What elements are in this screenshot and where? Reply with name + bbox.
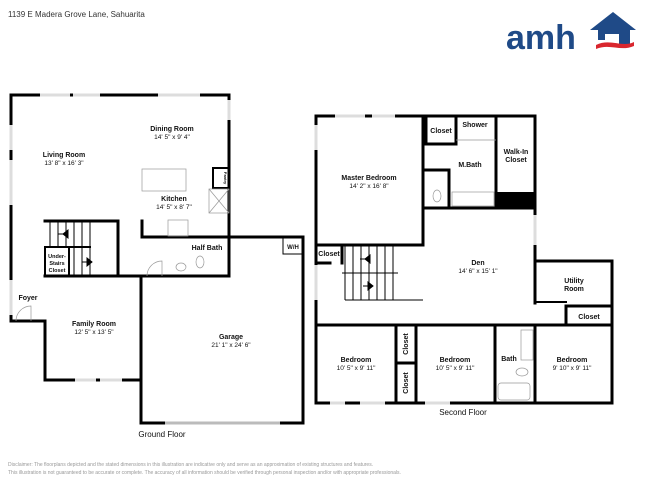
chase	[496, 192, 535, 208]
room-dims-bedroom-1: 10' 5" x 9' 11"	[337, 365, 376, 372]
room-label-mbath: M.Bath	[458, 162, 481, 169]
room-dims-dining: 14' 5" x 9' 4"	[154, 134, 190, 141]
room-label-family: Family Room	[72, 321, 116, 328]
room-dims-bedroom-3: 9' 10" x 9' 11"	[553, 365, 592, 372]
room-label-half-bath: Half Bath	[192, 245, 223, 252]
room-label-closet-a: Closet	[403, 333, 410, 355]
room-label-closet-b: Closet	[403, 372, 410, 394]
room-label-walkin-1: Walk-In	[504, 149, 529, 156]
room-label-bedroom-3: Bedroom	[557, 357, 588, 364]
floor-label-second: Second Floor	[439, 408, 487, 417]
second-floor-plan: Master Bedroom 14' 2" x 16' 8" Closet Sh…	[314, 114, 614, 417]
toilet	[195, 255, 205, 269]
stairs-down-arrow-icon	[363, 280, 374, 292]
room-label-den: Den	[471, 260, 484, 267]
room-label-dining: Dining Room	[150, 126, 194, 133]
room-label-garage: Garage	[219, 334, 243, 341]
garage-door	[146, 260, 163, 277]
room-label-kitchen: Kitchen	[161, 196, 187, 203]
room-label-shower: Shower	[462, 122, 488, 129]
room-label-utility-2: Room	[564, 286, 584, 293]
room-label-stair-closet: Closet	[318, 251, 340, 258]
bathtub	[497, 382, 531, 401]
room-label-walkin-2: Closet	[505, 157, 527, 164]
room-label-master-closet: Closet	[430, 128, 452, 135]
stairs-up-arrow-icon	[58, 228, 69, 240]
pantry	[212, 167, 230, 189]
room-dims-bedroom-2: 10' 5" x 9' 11"	[436, 365, 475, 372]
stairs-up-arrow-icon	[360, 253, 371, 265]
room-dims-master: 14' 2" x 16' 8"	[349, 183, 389, 190]
room-dims-kitchen: 14' 5" x 8' 7"	[156, 204, 192, 211]
swoosh-icon	[596, 42, 634, 49]
room-label-pantry: Pantry	[223, 172, 228, 185]
room-label-foyer: Foyer	[18, 295, 37, 302]
ground-floor-plan: Dining Room 14' 5" x 9' 4" Living Room 1…	[9, 93, 305, 439]
kitchen-island	[141, 168, 187, 192]
foyer-door	[15, 305, 32, 322]
room-label-bath: Bath	[501, 356, 517, 363]
amh-logo: amh	[506, 12, 636, 57]
room-label-bedroom-2: Bedroom	[440, 357, 471, 364]
house-icon	[590, 12, 636, 44]
toilet	[432, 189, 442, 203]
property-address: 1139 E Madera Grove Lane, Sahuarita	[8, 10, 145, 19]
logo-text: amh	[506, 19, 576, 57]
disclaimer-line-2: This illustration is not guaranteed to b…	[8, 470, 401, 476]
water-heater	[282, 236, 304, 255]
room-dims-living: 13' 8" x 16' 3"	[44, 160, 84, 167]
room-dims-den: 14' 6" x 15' 1"	[458, 268, 498, 275]
stove	[167, 219, 189, 237]
vanity	[451, 191, 495, 207]
room-dims-family: 12' 5" x 13' 5"	[74, 329, 114, 336]
room-dims-garage: 21' 1" x 24' 6"	[211, 342, 251, 349]
room-label-under-stairs-2: Stairs	[49, 261, 64, 267]
room-label-utility-closet: Closet	[578, 314, 600, 321]
room-label-master: Master Bedroom	[341, 175, 396, 182]
toilet	[515, 367, 529, 377]
room-label-utility-1: Utility	[564, 278, 584, 285]
sink	[175, 262, 187, 272]
room-label-under-stairs-1: Under-	[48, 254, 66, 260]
room-label-under-stairs-3: Closet	[49, 268, 66, 274]
disclaimer-line-1: Disclaimer: The floorplans depicted and …	[8, 462, 374, 468]
vanity	[520, 329, 534, 361]
room-label-wh: W/H	[287, 245, 299, 251]
stairs-down-arrow-icon	[82, 256, 93, 268]
room-label-living: Living Room	[43, 152, 85, 159]
room-label-bedroom-1: Bedroom	[341, 357, 372, 364]
floor-label-ground: Ground Floor	[138, 430, 185, 439]
